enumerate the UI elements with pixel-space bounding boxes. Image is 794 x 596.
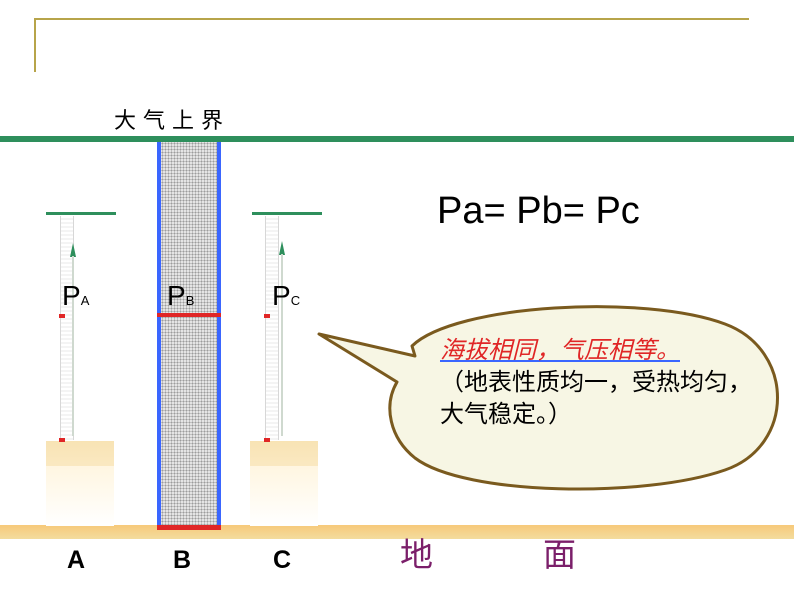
callout-line-2: （地表性质均一，受热均匀，大气稳定。） [440, 366, 755, 430]
frame-top-rule [34, 18, 749, 20]
frame-left-rule [34, 18, 36, 72]
column-c-pressure-label: PC [272, 280, 300, 312]
column-a-sub: A [81, 293, 90, 308]
column-b-letter: B [173, 546, 191, 575]
column-c-letter: C [273, 546, 291, 575]
column-a-base-mark [59, 438, 65, 442]
pressure-equation: Pa= Pb= Pc [437, 190, 640, 233]
column-c-sub: C [291, 293, 300, 308]
column-b-pressure-mark [157, 313, 221, 317]
column-c-pressure-mark [264, 314, 270, 318]
column-a-arrow-icon [70, 243, 76, 257]
column-c-tube [265, 216, 279, 440]
column-b-pressure-label: PB [167, 280, 194, 312]
column-a-pressure-mark [59, 314, 65, 318]
column-c-lower-gap [250, 466, 318, 526]
ground-label-right: 面 [543, 528, 576, 576]
atmosphere-top-label: 大 气 上 界 [114, 103, 223, 135]
column-c-p: P [272, 280, 291, 311]
column-c-base-mark [264, 438, 270, 442]
ground-label-left: 地 [400, 528, 433, 576]
ground-strip [0, 525, 794, 539]
column-c-top-cap [252, 212, 322, 215]
atmosphere-top-line [0, 136, 794, 142]
column-a-letter: A [67, 546, 85, 575]
callout-line-1: 海拔相同，气压相等。 [440, 334, 760, 366]
column-c-arrow-icon [279, 241, 285, 255]
column-b-base-mark [157, 525, 221, 530]
column-b-sub: B [186, 293, 195, 308]
column-a-p: P [62, 280, 81, 311]
column-b-tube [157, 142, 221, 527]
column-a-top-cap [46, 212, 116, 215]
column-a-lower-gap [46, 466, 114, 526]
column-a-pressure-label: PA [62, 280, 89, 312]
callout-text: 海拔相同，气压相等。 （地表性质均一，受热均匀，大气稳定。） [440, 334, 760, 430]
column-b-p: P [167, 280, 186, 311]
